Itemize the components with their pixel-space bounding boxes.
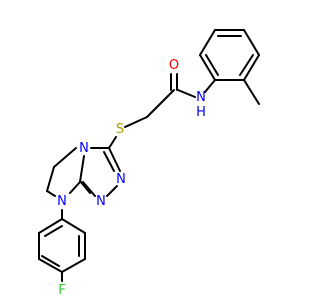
- bond: [108, 136, 117, 149]
- triazole-bridge-nitrogen-label: N: [79, 141, 89, 156]
- bond: [46, 190, 56, 197]
- bond: [38, 218, 63, 234]
- bond: [79, 155, 85, 183]
- bond: [204, 79, 216, 93]
- fluorine-atom-label: F: [58, 283, 65, 298]
- triazole-bottom-nitrogen-label: N: [96, 194, 106, 209]
- bond: [44, 225, 63, 237]
- oxygen-atom-label: O: [169, 58, 179, 73]
- molecule-structure: O N H S N N N N F: [38, 29, 260, 298]
- bond: [53, 147, 77, 168]
- bond: [41, 255, 60, 267]
- amide-nitrogen-label: N: [196, 90, 206, 105]
- bond: [243, 29, 260, 56]
- ring-nitrogen-aryl-label: N: [57, 194, 67, 209]
- bond: [46, 166, 55, 192]
- bond: [82, 181, 96, 197]
- molecule-canvas: O N H S N N N N F: [38, 29, 260, 298]
- bond: [69, 181, 81, 194]
- bond: [199, 29, 216, 56]
- bond: [103, 151, 115, 172]
- bond: [205, 54, 219, 76]
- bond: [243, 54, 260, 81]
- bond: [199, 54, 216, 81]
- bond: [61, 218, 86, 234]
- bond: [146, 89, 175, 118]
- amide-hydrogen-label: H: [196, 105, 206, 120]
- bond: [108, 147, 121, 172]
- bond: [61, 258, 86, 273]
- triazole-right-nitrogen-label: N: [116, 172, 126, 187]
- sulfur-atom-label: S: [116, 122, 124, 137]
- atom-labels: O N H S N N N N F: [57, 58, 206, 298]
- bond: [177, 89, 196, 98]
- bonds: [38, 29, 260, 282]
- bond: [79, 180, 91, 194]
- bond: [243, 79, 260, 105]
- bond: [124, 116, 148, 128]
- bond: [106, 185, 118, 197]
- bond: [239, 54, 254, 76]
- bond: [38, 258, 63, 273]
